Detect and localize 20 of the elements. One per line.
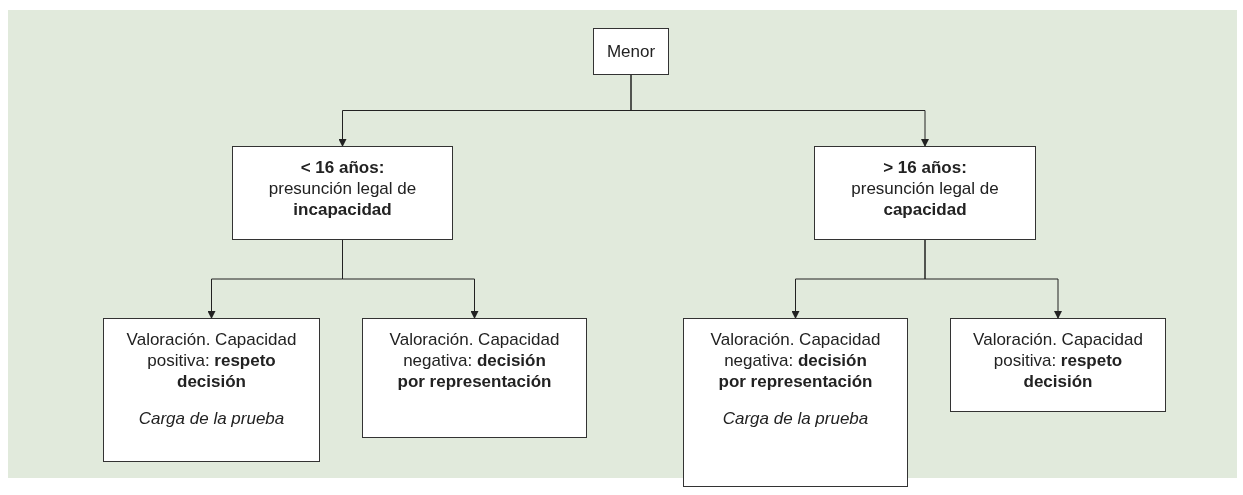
box-text: Menor — [606, 41, 656, 62]
text-box — [232, 146, 453, 240]
text-box — [814, 146, 1036, 240]
box-text: Carga de la prueba — [138, 408, 285, 429]
box-text: < 16 años: — [300, 157, 385, 178]
box-text: Valoración. Capacidad negativa: decisión por representación — [388, 329, 561, 392]
box-text: presunción legal de incapacidad — [267, 178, 418, 220]
connector-arrow — [924, 239, 1062, 319]
text-box — [950, 318, 1166, 412]
text-box — [593, 28, 669, 75]
box-text: Valoración. Capacidad positiva: respeto decisión — [972, 329, 1144, 392]
box-text: presunción legal de capacidad — [850, 178, 1000, 220]
connector-arrow — [630, 74, 929, 147]
text-box — [103, 318, 320, 462]
box-text: > 16 años: — [883, 157, 967, 178]
text-box — [683, 318, 908, 487]
box-text: Valoración. Capacidad negativa: decisión por representación — [709, 329, 882, 392]
box-text: Valoración. Capacidad positiva: respeto decisión — [125, 329, 298, 392]
box-text: Carga de la prueba — [722, 408, 869, 429]
text-box — [362, 318, 587, 438]
